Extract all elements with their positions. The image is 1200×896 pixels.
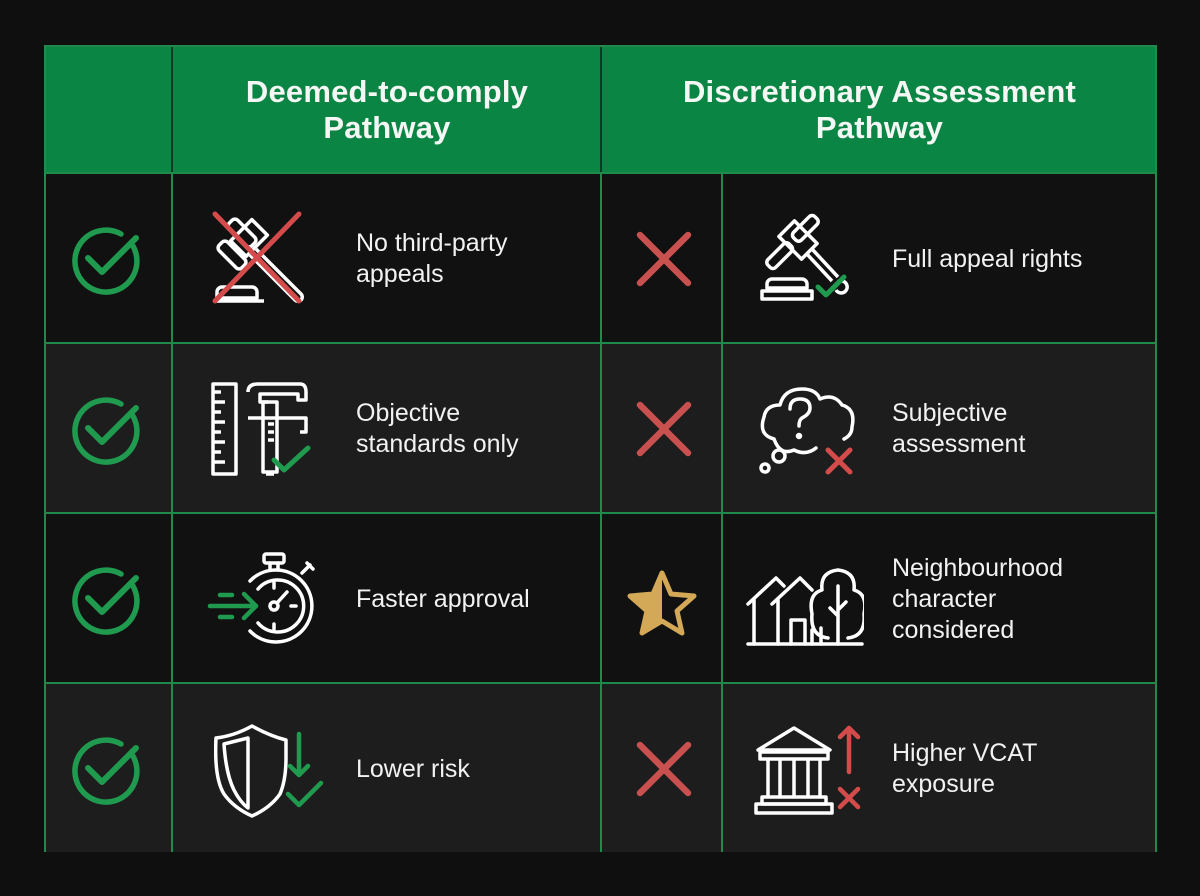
column-title-discretionary-line2: Pathway [815, 109, 944, 145]
column-title-discretionary: Discretionary Assessment Pathway [683, 74, 1076, 146]
table-row: No third-party appeals Full appeal right… [46, 172, 1155, 342]
cross-icon [636, 741, 692, 797]
feature-label-line: appeals [356, 260, 444, 288]
feature-label-neighbourhood-character: Neighbourhood character considered [892, 514, 1063, 684]
column-divider [721, 684, 723, 852]
stopwatch-fast-icon [207, 552, 315, 644]
header-divider [600, 47, 602, 172]
ruler-caliper-check-icon [211, 382, 311, 476]
feature-label-line: Subjective [892, 399, 1008, 427]
column-title-deemed: Deemed-to-comply Pathway [246, 74, 528, 146]
feature-label-line: Higher VCAT [892, 739, 1038, 767]
column-divider [600, 174, 602, 342]
column-divider [600, 684, 602, 852]
thought-cloud-question-cross-icon [759, 387, 855, 475]
header-divider [171, 47, 173, 172]
feature-label-full-appeal-rights: Full appeal rights [892, 174, 1082, 344]
comparison-table: Deemed-to-comply Pathway Discretionary A… [44, 45, 1157, 852]
column-divider [721, 514, 723, 682]
table-row: Faster approval Neighbourhood character [46, 512, 1155, 682]
table-row: Objective standards only Subjective asse… [46, 342, 1155, 512]
half-star-icon [627, 570, 697, 636]
check-circle-icon [72, 567, 140, 635]
feature-label-subjective-assessment: Subjective assessment [892, 344, 1025, 514]
feature-label-faster-approval: Faster approval [356, 514, 530, 684]
header-corner-cell [46, 47, 171, 172]
feature-label-higher-vcat-exposure: Higher VCAT exposure [892, 684, 1037, 854]
houses-tree-icon [746, 568, 864, 646]
header-deemed-to-comply: Deemed-to-comply Pathway [173, 47, 601, 172]
check-circle-icon [72, 397, 140, 465]
check-circle-icon [72, 227, 140, 295]
cross-icon [636, 401, 692, 457]
column-divider [171, 344, 173, 512]
feature-label-line: Faster approval [356, 584, 530, 613]
gavel-crossed-out-icon [212, 211, 304, 304]
column-divider [721, 344, 723, 512]
feature-label-line: character [892, 584, 997, 613]
cross-icon [636, 231, 692, 287]
check-circle-icon [72, 737, 140, 805]
feature-label-line: exposure [892, 770, 995, 798]
header-discretionary: Discretionary Assessment Pathway [602, 47, 1157, 172]
feature-label-line: Neighbourhood [892, 553, 1063, 582]
feature-label-no-third-party-appeals: No third-party appeals [356, 174, 507, 344]
column-divider [171, 514, 173, 682]
table-header: Deemed-to-comply Pathway Discretionary A… [46, 47, 1155, 172]
column-divider [171, 174, 173, 342]
table-row: Lower risk Higher VCAT exposure [46, 682, 1155, 852]
column-divider [721, 174, 723, 342]
column-title-deemed-line2: Pathway [323, 109, 451, 145]
feature-label-line: Full appeal rights [892, 244, 1083, 273]
gavel-with-check-icon [760, 213, 849, 301]
feature-label-line: standards only [356, 430, 519, 458]
feature-label-line: Objective [356, 399, 461, 427]
feature-label-line: assessment [892, 430, 1026, 458]
column-title-discretionary-line1: Discretionary Assessment [682, 73, 1077, 109]
feature-label-objective-standards: Objective standards only [356, 344, 519, 514]
courthouse-up-cross-icon [754, 725, 861, 815]
feature-label-line: considered [892, 615, 1015, 644]
feature-label-line: Lower risk [356, 754, 470, 783]
feature-label-line: No third-party [356, 229, 508, 257]
column-title-deemed-line1: Deemed-to-comply [245, 73, 529, 109]
column-divider [171, 684, 173, 852]
feature-label-lower-risk: Lower risk [356, 684, 470, 854]
column-divider [600, 514, 602, 682]
shield-down-check-icon [214, 724, 324, 818]
column-divider [600, 344, 602, 512]
